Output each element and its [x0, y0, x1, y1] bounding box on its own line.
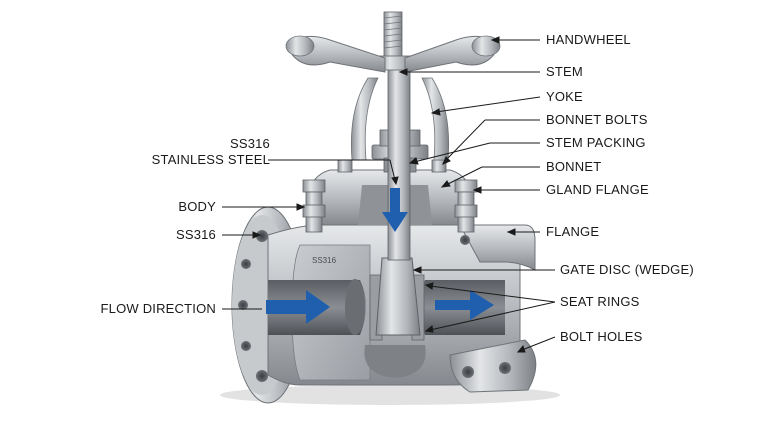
label-flange: FLANGE	[546, 224, 600, 239]
label-gate-disc: GATE DISC (WEDGE)	[560, 262, 694, 277]
label-material-name: STAINLESS STEEL	[151, 152, 270, 167]
flow-arrows	[266, 188, 494, 324]
label-seat-rings: SEAT RINGS	[560, 294, 640, 309]
bolt-hole-icon	[256, 370, 268, 382]
flow-arrow-icon	[266, 290, 330, 324]
nut-icon	[454, 204, 478, 218]
label-bonnet: BONNET	[546, 159, 602, 174]
label-stem: STEM	[546, 64, 583, 79]
nut-icon	[337, 159, 353, 173]
bolt-hole-icon	[256, 230, 268, 242]
bolt-hole-icon	[238, 300, 248, 310]
label-body: BODY	[178, 199, 216, 214]
label-yoke: YOKE	[546, 89, 583, 104]
bolt-hole-icon	[499, 362, 511, 374]
nut-icon	[302, 204, 326, 218]
label-bonnet-bolts: BONNET BOLTS	[546, 112, 648, 127]
label-handwheel: HANDWHEEL	[546, 32, 631, 47]
yoke	[350, 77, 450, 161]
flow-arrow-icon	[435, 290, 494, 320]
bolt-hole-icon	[241, 341, 251, 351]
gate-disc	[375, 257, 421, 336]
label-body-material: SS316	[175, 227, 216, 242]
bolt-hole-icon	[241, 259, 251, 269]
label-flow-direction: FLOW DIRECTION	[100, 301, 216, 316]
nut-icon	[302, 179, 326, 193]
right-flange	[449, 224, 537, 393]
bolt-hole-icon	[462, 366, 474, 378]
label-material-grade: SS316	[229, 136, 270, 151]
label-gland-flange: GLAND FLANGE	[546, 182, 649, 197]
label-stem-packing: STEM PACKING	[546, 135, 646, 150]
label-bolt-holes: BOLT HOLES	[560, 329, 643, 344]
leader-lines	[222, 36, 556, 353]
handwheel	[285, 35, 501, 73]
body-stamp: SS316	[312, 256, 337, 265]
flow-arrow-icon	[382, 188, 408, 232]
bolt-hole-icon	[460, 235, 470, 245]
